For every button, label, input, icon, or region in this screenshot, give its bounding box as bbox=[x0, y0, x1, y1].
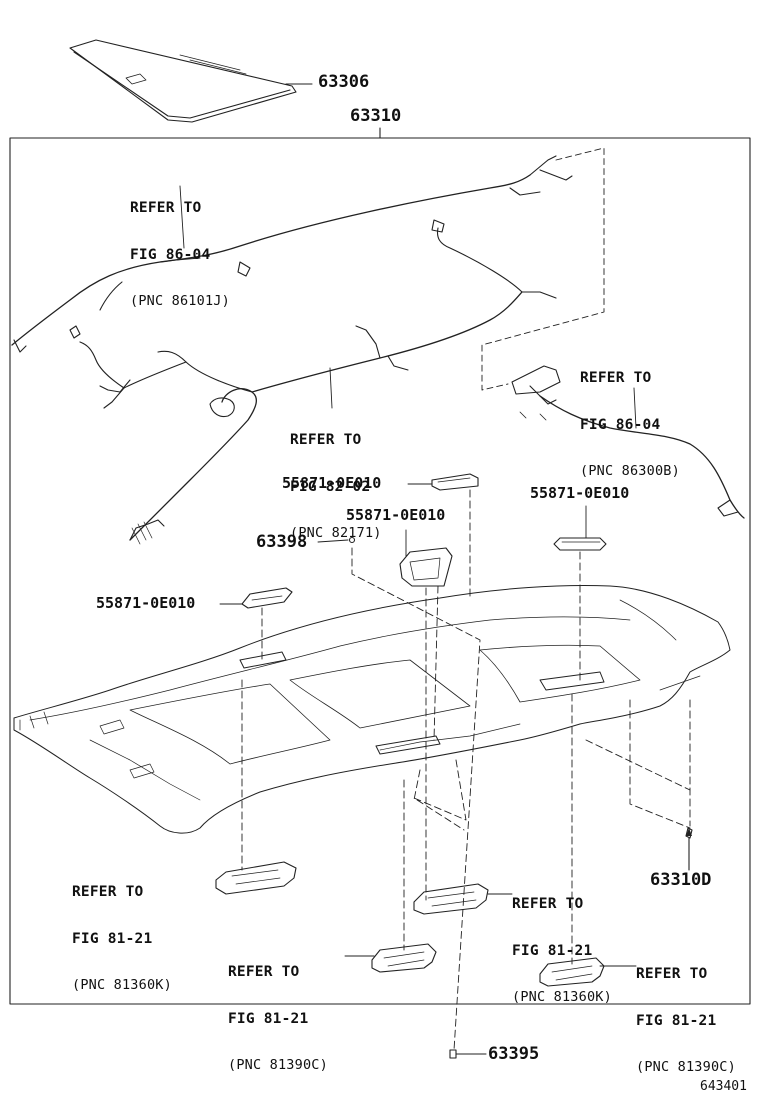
ref-line-2: FIG 81-21 bbox=[228, 1011, 309, 1027]
lamp-center-upper bbox=[413, 883, 489, 915]
ref-line-2: FIG 86-04 bbox=[130, 247, 211, 263]
part-number-63310D: 63310D bbox=[650, 870, 712, 890]
part-number-63398: 63398 bbox=[256, 532, 308, 552]
screw-63395 bbox=[449, 1049, 487, 1059]
clip-center bbox=[399, 547, 453, 587]
ref-line-1: REFER TO bbox=[636, 966, 708, 982]
part-number-63306: 63306 bbox=[318, 72, 370, 92]
part-number-clip-d: 55871-0E010 bbox=[96, 594, 196, 612]
clip-top-center bbox=[431, 473, 479, 491]
lamp-center-lower bbox=[371, 943, 437, 973]
ref-block-81390C-right: REFER TO FIG 81-21 (PNC 81390C) bbox=[636, 938, 736, 1094]
screw-63398 bbox=[348, 536, 356, 544]
figure-code: 643401 bbox=[700, 1079, 747, 1094]
ref-block-81390C-left: REFER TO FIG 81-21 (PNC 81390C) bbox=[228, 936, 328, 1092]
sunshade-panel bbox=[69, 39, 313, 123]
ref-line-3: (PNC 86300B) bbox=[580, 463, 680, 479]
ref-block-86101J: REFER TO FIG 86-04 (PNC 86101J) bbox=[130, 172, 230, 328]
leader-lines bbox=[219, 483, 637, 967]
ref-line-3: (PNC 82171) bbox=[290, 525, 382, 541]
clip-63310D bbox=[685, 827, 693, 839]
wire-harness-main bbox=[79, 219, 557, 545]
ref-line-1: REFER TO bbox=[580, 370, 652, 386]
ref-line-2: FIG 86-04 bbox=[580, 417, 661, 433]
ref-block-82171: REFER TO FIG 82-02 (PNC 82171) bbox=[290, 404, 382, 560]
ref-line-3: (PNC 86101J) bbox=[130, 293, 230, 309]
headliner bbox=[13, 585, 731, 834]
ref-line-3: (PNC 81360K) bbox=[512, 989, 612, 1005]
clip-left bbox=[241, 587, 293, 609]
dashed-leaders bbox=[241, 489, 691, 1051]
antenna-cable bbox=[511, 365, 745, 519]
ref-line-2: FIG 81-21 bbox=[512, 943, 593, 959]
wire-harness-roof bbox=[11, 155, 573, 353]
ref-block-86300B: REFER TO FIG 86-04 (PNC 86300B) bbox=[580, 342, 680, 498]
lamp-left bbox=[215, 861, 297, 895]
ref-line-1: REFER TO bbox=[290, 432, 362, 448]
ref-line-2: FIG 82-02 bbox=[290, 479, 371, 495]
arrow-63310D bbox=[686, 828, 692, 836]
dashed-leader-top bbox=[481, 147, 605, 391]
assembly-frame bbox=[9, 127, 751, 1005]
ref-line-3: (PNC 81360K) bbox=[72, 977, 172, 993]
lamp-right bbox=[539, 957, 605, 987]
ref-line-1: REFER TO bbox=[72, 884, 144, 900]
part-number-63395: 63395 bbox=[488, 1044, 540, 1064]
part-number-clip-c: 55871-0E010 bbox=[530, 484, 630, 502]
ref-line-1: REFER TO bbox=[130, 200, 202, 216]
part-number-clip-a: 55871-0E010 bbox=[282, 474, 382, 492]
clip-right bbox=[553, 537, 607, 551]
ref-line-3: (PNC 81390C) bbox=[636, 1059, 736, 1075]
ref-line-3: (PNC 81390C) bbox=[228, 1057, 328, 1073]
part-number-clip-b: 55871-0E010 bbox=[346, 506, 446, 524]
ref-line-1: REFER TO bbox=[228, 964, 300, 980]
part-number-63310: 63310 bbox=[350, 106, 402, 126]
ref-line-2: FIG 81-21 bbox=[636, 1013, 717, 1029]
ref-block-81360K-left: REFER TO FIG 81-21 (PNC 81360K) bbox=[72, 856, 172, 1012]
ref-block-81360K-right: REFER TO FIG 81-21 (PNC 81360K) bbox=[512, 868, 612, 1024]
ref-line-2: FIG 81-21 bbox=[72, 931, 153, 947]
ref-line-1: REFER TO bbox=[512, 896, 584, 912]
